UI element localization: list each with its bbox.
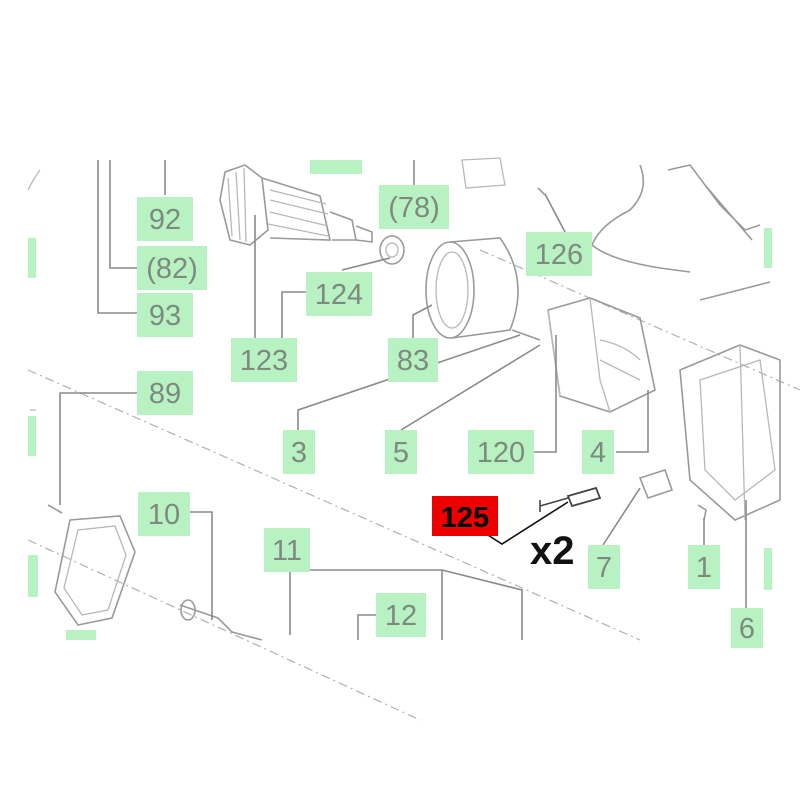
label-12: 12: [376, 593, 426, 637]
carbon-brush-part: [539, 486, 602, 512]
brush-holder-part: [638, 469, 674, 499]
wire-part: [591, 164, 691, 273]
quantity-label: x2: [530, 529, 575, 573]
svg-text:(78): (78): [388, 192, 440, 224]
svg-text:11: 11: [272, 535, 302, 567]
svg-text:4: 4: [590, 437, 606, 469]
svg-text:89: 89: [149, 378, 181, 410]
label-92: 92: [137, 197, 193, 241]
cropped-edge-fragments: [27, 160, 772, 640]
label-10: 10: [138, 492, 190, 536]
svg-text:92: 92: [149, 204, 181, 236]
ring-part: [425, 237, 519, 339]
label-4: 4: [582, 430, 614, 474]
svg-text:6: 6: [739, 613, 755, 645]
label-83: 83: [388, 338, 438, 382]
label-6: 6: [731, 608, 763, 648]
gasket-part: [54, 515, 136, 626]
svg-text:(82): (82): [146, 253, 198, 285]
label-78: (78): [379, 185, 449, 229]
svg-text:124: 124: [315, 279, 363, 311]
svg-text:5: 5: [393, 437, 409, 469]
callout-labels: 92 (82) 93 (78) 126 124 123 83: [137, 185, 763, 648]
svg-text:3: 3: [291, 437, 307, 469]
armature-part: [219, 164, 373, 246]
label-123: 123: [231, 338, 297, 382]
svg-text:10: 10: [148, 499, 180, 531]
parts-artwork: [47, 157, 781, 641]
highlight-label: 125: [441, 502, 489, 534]
label-82: (82): [137, 246, 207, 290]
housing-part: [679, 344, 781, 521]
svg-text:123: 123: [240, 345, 288, 377]
label-7: 7: [588, 545, 620, 589]
svg-text:93: 93: [149, 300, 181, 332]
leader-lines: [59, 160, 747, 640]
label-126: 126: [526, 232, 592, 276]
bearing-part: [379, 235, 405, 265]
highlight-box: [432, 496, 498, 536]
svg-text:126: 126: [535, 239, 583, 271]
svg-text:120: 120: [477, 437, 525, 469]
label-89: 89: [137, 371, 193, 415]
label-120: 120: [468, 430, 534, 474]
label-3: 3: [283, 430, 315, 474]
svg-text:12: 12: [385, 600, 417, 632]
stator-part: [547, 297, 656, 413]
svg-text:83: 83: [397, 345, 429, 377]
pin-part: [511, 329, 541, 341]
highlighted-callout-125: 125 x2: [432, 496, 575, 573]
label-124: 124: [306, 272, 372, 316]
label-93: 93: [137, 293, 193, 337]
label-1: 1: [688, 545, 720, 589]
svg-text:1: 1: [696, 552, 712, 584]
shaft-part: [179, 604, 263, 641]
label-5: 5: [385, 430, 417, 474]
svg-text:7: 7: [596, 552, 612, 584]
label-11: 11: [264, 528, 310, 572]
